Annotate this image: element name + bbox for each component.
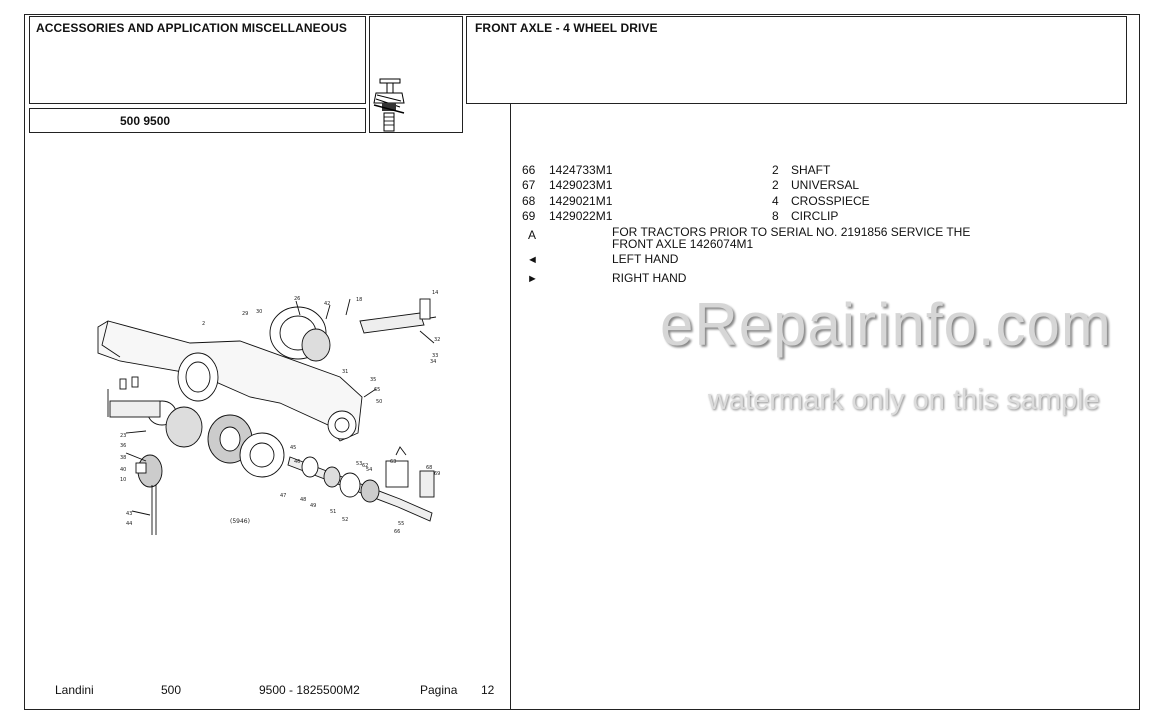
svg-text:46: 46 [294,459,300,465]
part-qty: 8 [772,209,779,223]
svg-text:68: 68 [426,465,432,471]
footer-brand: Landini [55,683,94,697]
svg-text:35: 35 [370,377,376,383]
svg-text:29: 29 [242,311,248,317]
note-text: FOR TRACTORS PRIOR TO SERIAL NO. 2191856… [612,225,971,239]
svg-text:18: 18 [356,297,362,303]
svg-text:33: 33 [432,353,438,359]
part-ref: 68 [522,194,536,208]
left-arrow-icon: ◄ [527,254,538,266]
section-title-box: ACCESSORIES AND APPLICATION MISCELLANEOU… [29,16,366,104]
svg-text:36: 36 [120,443,126,449]
steering-spindle-icon [372,77,406,133]
svg-text:26: 26 [294,296,300,302]
svg-text:69: 69 [434,471,440,477]
icon-box [369,16,463,133]
svg-text:30: 30 [256,309,262,315]
page-frame [24,14,1140,710]
watermark-note: watermark only on this sample [708,384,1100,416]
note-text: LEFT HAND [612,252,679,266]
part-number: 1429023M1 [549,178,613,192]
svg-text:40: 40 [120,467,126,473]
footer-page-number: 12 [481,683,495,697]
svg-text:55: 55 [398,521,404,527]
part-description: CROSSPIECE [791,194,870,208]
part-ref: 66 [522,163,536,177]
part-number: 1429022M1 [549,209,613,223]
svg-text:47: 47 [280,493,286,499]
part-qty: 2 [772,163,779,177]
part-ref: 67 [522,178,536,192]
svg-text:62: 62 [362,463,368,469]
group-title: FRONT AXLE - 4 WHEEL DRIVE [475,21,658,35]
svg-text:65: 65 [374,387,380,393]
right-arrow-icon: ► [527,273,538,285]
svg-text:43: 43 [126,511,132,517]
svg-text:48: 48 [300,497,306,503]
svg-text:54: 54 [366,467,372,473]
note-symbol: A [528,228,537,242]
svg-text:34: 34 [430,359,436,365]
svg-text:49: 49 [310,503,316,509]
model-code: 500 9500 [120,114,171,128]
svg-text:50: 50 [376,399,382,405]
svg-text:2: 2 [202,321,205,327]
svg-text:10: 10 [120,477,126,483]
part-qty: 4 [772,194,779,208]
note-text: FRONT AXLE 1426074M1 [612,237,754,251]
svg-text:45: 45 [290,445,296,451]
svg-text:38: 38 [120,455,126,461]
svg-text:44: 44 [126,521,132,527]
part-description: SHAFT [791,163,831,177]
part-number: 1429021M1 [549,194,613,208]
footer-model-ref: 9500 - 1825500M2 [259,683,360,697]
footer-page-label: Pagina [420,683,458,697]
svg-text:66: 66 [394,529,400,535]
svg-text:42: 42 [324,301,330,307]
svg-text:63: 63 [390,459,396,465]
part-number: 1424733M1 [549,163,613,177]
svg-text:14: 14 [432,290,438,296]
footer-series: 500 [161,683,182,697]
note-text: RIGHT HAND [612,271,687,285]
svg-text:32: 32 [434,337,440,343]
watermark-brand: eRepairinfo.com [660,291,1112,358]
part-ref: 69 [522,209,536,223]
part-description: UNIVERSAL [791,178,860,192]
group-title-box: FRONT AXLE - 4 WHEEL DRIVE [466,16,1127,104]
model-code-box: 500 9500 [29,108,366,133]
part-qty: 2 [772,178,779,192]
section-title: ACCESSORIES AND APPLICATION MISCELLANEOU… [36,21,348,35]
svg-text:31: 31 [342,369,348,375]
svg-text:23: 23 [120,433,126,439]
column-divider [510,104,511,710]
part-description: CIRCLIP [791,209,839,223]
figure-id: (5946) [230,518,250,525]
svg-text:53: 53 [356,461,362,467]
svg-text:51: 51 [330,509,336,515]
exploded-axle-diagram: 26 42 18 14 29 30 2 32 33 34 31 35 65 50… [80,285,480,540]
svg-text:52: 52 [342,517,348,523]
